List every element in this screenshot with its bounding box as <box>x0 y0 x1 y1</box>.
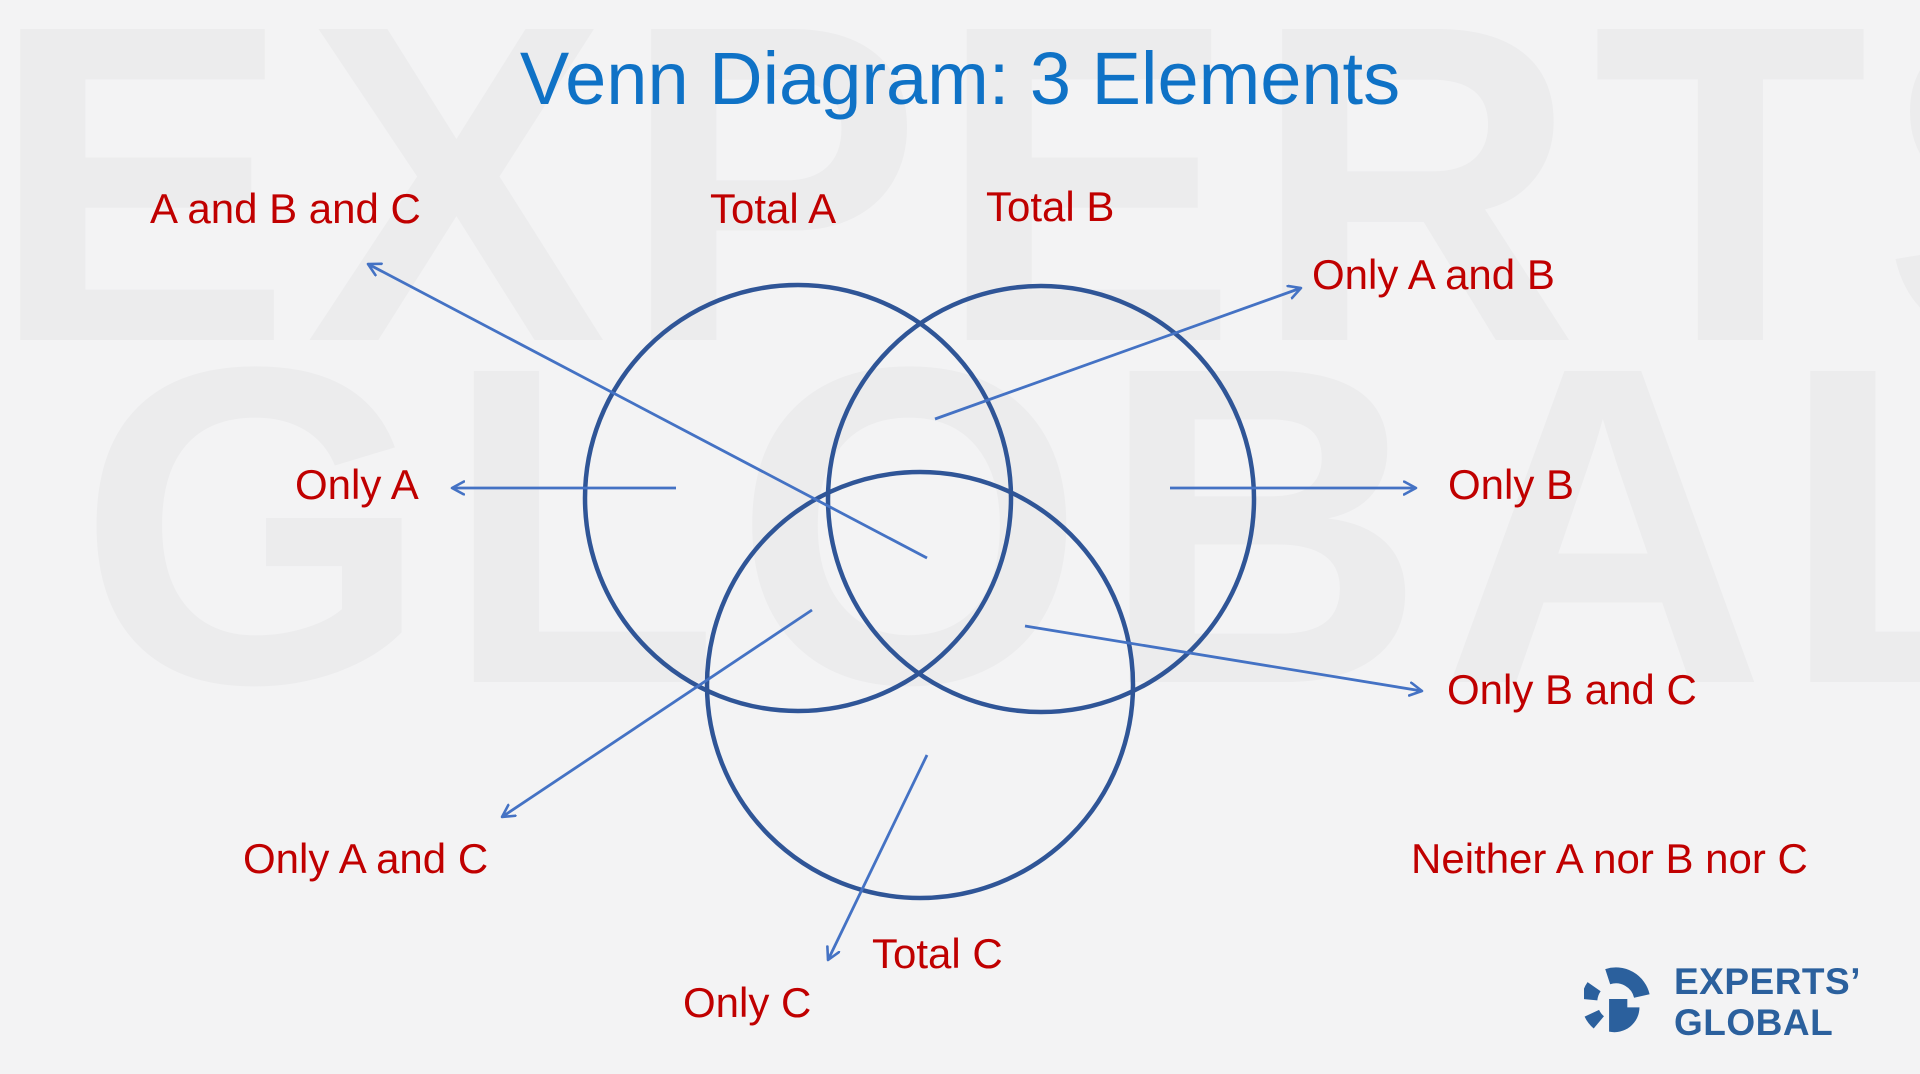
page-title: Venn Diagram: 3 Elements <box>519 37 1401 120</box>
watermark-line2: GLOBAL <box>78 273 1920 778</box>
arrow-total-c <box>828 754 929 960</box>
label-only-c: Only C <box>683 979 812 1026</box>
label-only-a-and-c: Only A and C <box>243 835 489 882</box>
label-only-a: Only A <box>295 461 419 508</box>
label-a-and-b-and-c: A and B and C <box>150 185 421 232</box>
logo-text-line2: GLOBAL <box>1674 1002 1834 1043</box>
logo-text: EXPERTS’ GLOBAL <box>1674 961 1861 1043</box>
label-neither: Neither A nor B nor C <box>1411 835 1808 882</box>
experts-global-logo: EXPERTS’ GLOBAL <box>1584 956 1861 1048</box>
label-only-a-and-b: Only A and B <box>1312 251 1555 298</box>
annotation-arrows <box>368 264 1422 960</box>
watermark-line1: EXPERTS’ <box>0 0 1920 436</box>
label-total-a: Total A <box>710 185 837 232</box>
logo-text-line1: EXPERTS’ <box>1674 961 1861 1002</box>
label-only-b-and-c: Only B and C <box>1447 666 1697 713</box>
circle-a <box>582 282 1014 714</box>
label-total-c: Total C <box>872 930 1003 977</box>
arrow-only-a-and-b <box>934 288 1301 421</box>
arrow-only-a-and-c <box>502 608 813 817</box>
venn-circles <box>582 282 1257 901</box>
arrow-a-and-b-and-c <box>368 264 928 560</box>
experts-global-g-icon <box>1584 967 1650 1033</box>
label-total-b: Total B <box>986 183 1115 230</box>
label-only-b: Only B <box>1448 461 1575 508</box>
arrow-only-b-and-c <box>1024 624 1422 691</box>
circle-c <box>704 469 1136 901</box>
circle-b <box>825 283 1257 715</box>
